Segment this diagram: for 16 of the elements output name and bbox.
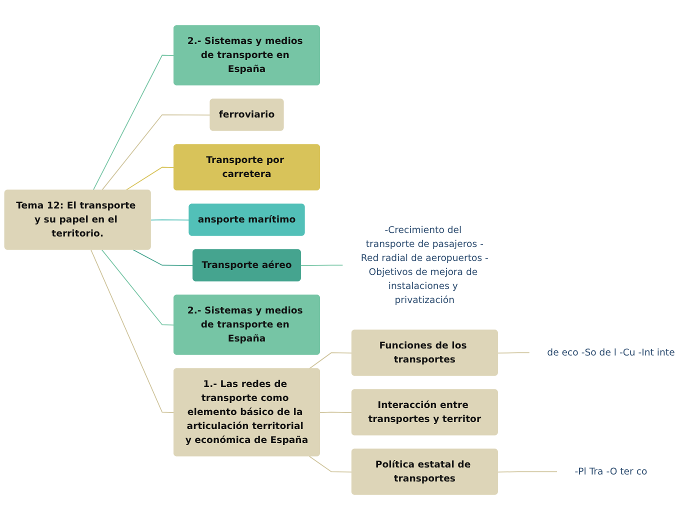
connector <box>132 249 194 266</box>
node-text: -Pl Tra -O ter co <box>574 466 648 477</box>
connector <box>90 249 175 413</box>
connector <box>101 249 175 326</box>
connector <box>308 456 352 472</box>
connector <box>497 352 530 354</box>
connector <box>92 54 175 191</box>
connector <box>300 264 344 266</box>
connector <box>125 166 175 191</box>
connector <box>308 352 352 370</box>
connector <box>320 412 352 413</box>
node-text: -Crecimiento del transporte de pasajeros -Red radial de aeropuertos -Objetivos de mejora de instalaciones y privatización <box>360 224 488 306</box>
connector <box>497 471 558 472</box>
connector <box>101 114 211 191</box>
node-text: de eco -So de l -Cu -Int inte <box>547 346 675 358</box>
connector <box>150 219 190 220</box>
